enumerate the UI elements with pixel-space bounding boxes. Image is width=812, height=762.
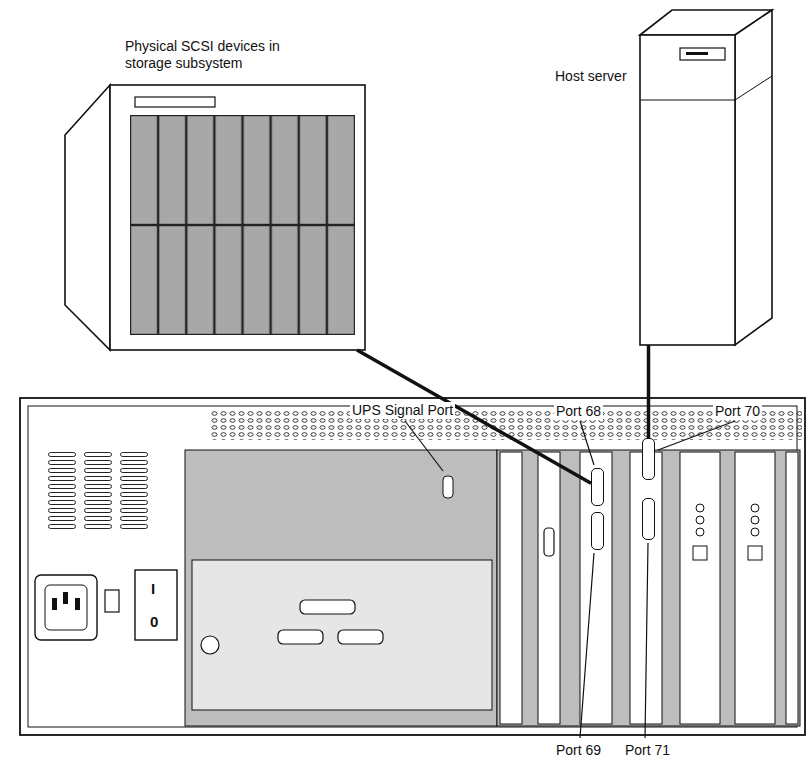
chassis-inset xyxy=(28,406,797,727)
leader-line xyxy=(658,421,735,450)
voltage-switch xyxy=(105,590,119,612)
chassis-drawing xyxy=(20,398,805,735)
led xyxy=(751,504,759,512)
led xyxy=(696,504,704,512)
node-label: Port 69 xyxy=(554,742,603,759)
switch-off-mark: 0 xyxy=(150,613,158,630)
slot-cover xyxy=(500,452,522,724)
host-server: Host server xyxy=(640,35,735,345)
tower-side xyxy=(735,10,772,345)
ups-signal-port xyxy=(443,476,453,498)
tower-front xyxy=(640,35,735,345)
node-label: UPS Signal Port xyxy=(350,402,455,419)
ups-port: UPS Signal Port xyxy=(441,474,455,500)
inlet-pin xyxy=(52,598,57,610)
rj45-port xyxy=(748,546,762,560)
leader-line xyxy=(405,421,443,471)
power-inlet-inner xyxy=(45,585,87,630)
side-vents xyxy=(48,452,148,532)
slot-connector xyxy=(544,528,554,556)
inlet-pin xyxy=(63,592,68,604)
network-card xyxy=(735,452,775,724)
chassis-outline xyxy=(20,398,805,735)
round-connector xyxy=(201,636,219,654)
node-label: Host server xyxy=(553,68,629,85)
slot-cover xyxy=(538,452,560,724)
switch-on-mark: I xyxy=(151,580,155,597)
storage-label-bar xyxy=(135,97,215,107)
rj45-port xyxy=(693,546,707,560)
leader-line xyxy=(645,543,648,738)
leader-line xyxy=(580,421,594,465)
storage-side xyxy=(65,85,110,350)
port-connector: Port 70 xyxy=(642,438,655,480)
node-label: Physical SCSI devices in storage subsyst… xyxy=(123,38,283,72)
led xyxy=(696,528,704,536)
led xyxy=(696,516,704,524)
leader-line xyxy=(580,553,594,738)
floppy-drive xyxy=(680,48,725,60)
port-connector: Port 69 xyxy=(591,512,604,550)
storage-subsystem: Physical SCSI devices in storage subsyst… xyxy=(110,85,365,350)
cable xyxy=(647,345,651,438)
node-label: Port 70 xyxy=(713,403,762,420)
dsub-connector xyxy=(300,600,355,614)
scsi-card xyxy=(580,452,612,724)
led xyxy=(751,528,759,536)
port-connector: Port 71 xyxy=(642,498,655,540)
io-shield xyxy=(192,560,492,710)
drive-bays xyxy=(130,115,355,335)
tower-seam xyxy=(640,100,735,101)
inlet-pin xyxy=(75,598,80,610)
dsub-connector xyxy=(278,630,323,644)
node-label: Port 71 xyxy=(623,742,672,759)
port-connector: Port 68 xyxy=(591,468,604,506)
leader-lines xyxy=(405,421,735,738)
host-drawing xyxy=(640,10,772,345)
power-switch xyxy=(135,570,177,640)
dsub-connector xyxy=(338,630,383,644)
slot-cover xyxy=(786,452,798,724)
tower-seam xyxy=(735,76,772,100)
led xyxy=(751,516,759,524)
floppy-slot xyxy=(686,52,708,55)
storage-drawing xyxy=(65,85,365,350)
slot-area xyxy=(497,450,800,726)
storage-front xyxy=(110,85,365,350)
power-inlet xyxy=(35,575,97,640)
io-panel xyxy=(185,450,497,726)
node-label: Port 68 xyxy=(554,403,603,420)
network-card xyxy=(680,452,720,724)
